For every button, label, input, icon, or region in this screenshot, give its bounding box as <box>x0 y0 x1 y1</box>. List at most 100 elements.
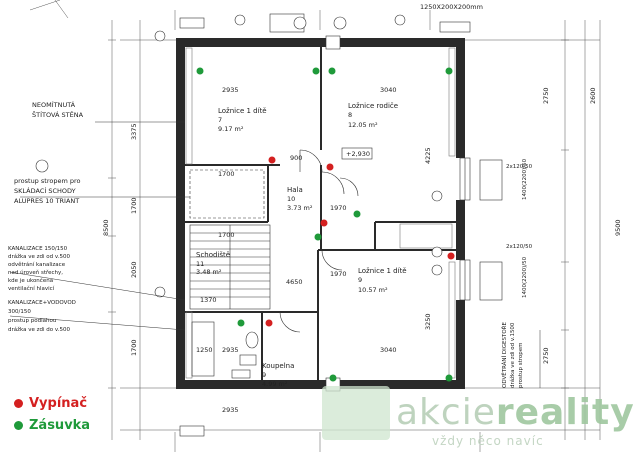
room-8-name: Ložnice rodiče <box>348 102 398 110</box>
dim-left-2: 1700 <box>130 197 138 214</box>
dim-right-1: 2750 <box>542 87 550 104</box>
switch-legend-label: Vypínač <box>29 396 88 411</box>
room-9-area: 10.57 m² <box>358 286 388 294</box>
dim-left-total: 8500 <box>102 219 110 236</box>
water-note-line-1: KANALIZACE+VODOVOD <box>8 300 76 306</box>
room-9-number: 9 <box>358 276 362 284</box>
sewer-note-line-6: ventilační hlavicí <box>8 285 55 292</box>
room-7-name: Ložnice 1 dítě <box>218 107 267 115</box>
switch-marker <box>265 319 273 327</box>
chimney-note-line-3: prostup stropem <box>518 342 524 388</box>
watermark-brand-a: akcie <box>396 392 496 433</box>
socket-legend-icon <box>14 421 23 430</box>
stairs-note-line-3: ALUPRES 10 TRIANT <box>14 197 79 205</box>
facade-windows <box>179 13 471 437</box>
socket-marker <box>237 319 245 327</box>
room-7-number: 7 <box>218 116 222 124</box>
chimney-note: ODVĚTRÁNÍ DIGESTOŘE drážka ve zdi od v.1… <box>500 321 524 388</box>
top-note: 1250X200X200mm <box>420 3 483 11</box>
sewer-note-line-5: kde je ukončena <box>8 277 53 284</box>
dim-bottom-left: 2935 <box>222 346 239 354</box>
dim-right-2: 4225 <box>424 147 432 164</box>
room-10-name: Hala <box>287 186 303 194</box>
dim-inner-1: 1700 <box>218 170 235 178</box>
dim-top-right: 3040 <box>380 86 397 94</box>
room-bath-number: 9 <box>262 371 266 379</box>
socket-marker <box>445 67 453 75</box>
dim-right-3: 3250 <box>424 313 432 330</box>
note-leaders <box>9 121 541 388</box>
socket-marker <box>328 67 336 75</box>
watermark-brand: akciereality <box>396 392 635 433</box>
sewer-note-line-4: nad úroveň střechy, <box>8 269 63 276</box>
dim-left-4: 1700 <box>130 339 138 356</box>
watermark-tagline: vždy něco navíc <box>432 434 544 448</box>
right-windows <box>459 157 503 301</box>
dim-inner-3: 1970 <box>330 270 347 278</box>
dim-inner-5: 900 <box>290 154 302 162</box>
stair-opening <box>189 169 265 219</box>
socket-legend-label: Zásuvka <box>29 418 91 433</box>
sewer-note-line-3: odvětrání kanalizace <box>8 261 66 268</box>
level-marker-box <box>341 147 373 160</box>
switch-marker <box>320 219 328 227</box>
dim-inner-4: 4650 <box>286 278 303 286</box>
dim-inner-7: 1250 <box>196 346 213 354</box>
wall-note-line-1: NEOMÍTNUTÁ <box>32 100 76 109</box>
section-markers <box>35 14 443 298</box>
dim-inner-6: 1370 <box>200 296 217 304</box>
interior-walls <box>185 47 456 380</box>
socket-marker <box>353 210 361 218</box>
room-11-number: 11 <box>196 260 204 268</box>
right-dimensions: 9500 2750 4225 3250 2750 2600 <box>424 87 622 364</box>
stairs-note-line-2: SKLÁDACÍ SCHODY <box>14 186 76 195</box>
dim-bottom-right: 3040 <box>380 346 397 354</box>
switch-marker <box>268 156 276 164</box>
socket-marker <box>329 374 337 382</box>
wall-hatching <box>185 47 456 379</box>
socket-marker <box>314 233 322 241</box>
room-bath-area: 4.99 m² <box>262 380 288 388</box>
room-7-area: 9.17 m² <box>218 125 244 133</box>
window-label-2: 1400(2200)/50 <box>522 256 528 298</box>
switch-legend-icon <box>14 399 23 408</box>
watermark-brand-b: reality <box>495 392 635 433</box>
socket-marker <box>312 67 320 75</box>
watermark-logo <box>322 386 390 440</box>
room-9-name: Ložnice 1 dítě <box>358 267 407 275</box>
room-8-area: 12.05 m² <box>348 121 378 129</box>
socket-marker <box>196 67 204 75</box>
window-label-1: 1400(2200)/50 <box>522 158 528 200</box>
room-10-number: 10 <box>287 195 295 203</box>
water-note-line-2: 300/150 <box>8 309 31 315</box>
dim-right-4: 2750 <box>542 347 550 364</box>
switch-marker <box>326 163 334 171</box>
dim-left-3: 2050 <box>130 261 138 278</box>
left-dimensions: 8500 3375 1700 2050 1700 <box>102 123 138 356</box>
wall-note-line-2: ŠTÍTOVÁ STĚNA <box>32 110 84 119</box>
dim-inner-9: 1700 <box>218 231 235 239</box>
dim-left-1: 3375 <box>130 123 138 140</box>
room-10-area: 3.73 m² <box>287 204 313 212</box>
legend-switch: Vypínač <box>14 396 87 411</box>
door-swings <box>279 149 359 333</box>
dim-right-total: 9500 <box>614 219 622 236</box>
level-marker: +2,930 <box>346 150 370 158</box>
room-11-name: Schodiště <box>196 251 230 259</box>
bathroom-fixtures <box>191 321 259 379</box>
switch-marker <box>447 252 455 260</box>
chimney-note-line-2: drážka ve zdi od v.1500 <box>509 322 516 388</box>
window-label-3: 2x120/50 <box>506 164 533 170</box>
sewer-note-line-1: KANALIZACE 150/150 <box>8 246 68 252</box>
staircase <box>189 224 271 310</box>
inner-dimensions: 1700 1970 1970 4650 900 1370 1250 2935 1… <box>196 154 347 414</box>
electrical-markers <box>196 67 455 382</box>
sewer-note-line-2: drážka ve zdi od v.500 <box>8 253 70 260</box>
window-labels: 1400(2200)/50 1400(2200)/50 2x120/50 2x1… <box>506 158 533 298</box>
socket-marker <box>445 374 453 382</box>
stairs-note-line-1: prostup stropem pro <box>14 177 80 185</box>
room-11-area: 3.48 m² <box>196 268 222 276</box>
window-label-4: 2x120/50 <box>506 244 533 250</box>
